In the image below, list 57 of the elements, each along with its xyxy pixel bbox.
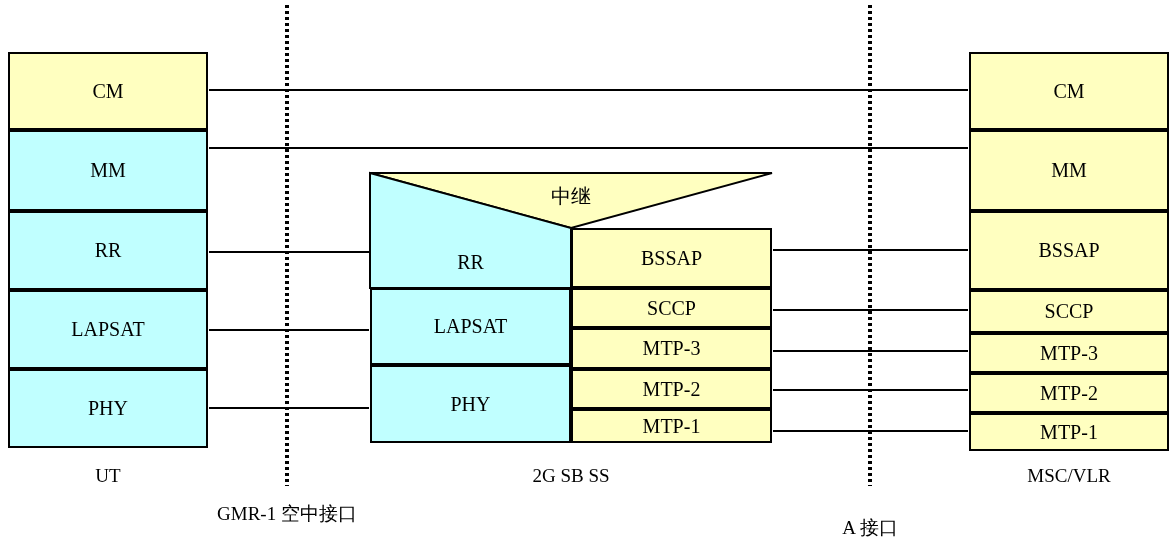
layer-label: CM <box>1053 79 1085 103</box>
layer-box <box>370 365 571 443</box>
layer-label: BSSAP <box>1038 239 1100 262</box>
layer-label: MTP-2 <box>1040 381 1098 405</box>
layer-label: LAPSAT <box>71 318 145 341</box>
layer-label: PHY <box>450 392 491 416</box>
layer-box <box>969 333 1169 373</box>
layer-label: MM <box>90 159 126 182</box>
caption-label: GMR-1 空中接口 <box>217 502 357 526</box>
connector-line <box>208 89 969 91</box>
layer-box <box>571 288 772 328</box>
layer-label: LAPSAT <box>433 315 508 338</box>
layer-box <box>8 290 208 369</box>
layer-label: MTP-2 <box>642 377 701 401</box>
layer-box <box>969 52 1169 130</box>
caption-label: UT <box>95 465 121 487</box>
layer-label: MTP-1 <box>642 414 701 438</box>
connector-line <box>772 350 969 352</box>
connector-line <box>772 249 969 251</box>
layer-label: RR <box>94 239 122 262</box>
layer-label: BSSAP <box>640 246 703 270</box>
caption-label: MSC/VLR <box>1027 465 1111 487</box>
connector-line <box>772 430 969 432</box>
layer-box <box>571 328 772 369</box>
layer-box <box>969 211 1169 290</box>
layer-box <box>969 373 1169 413</box>
layer-box <box>8 52 208 130</box>
layer-label: MM <box>1051 159 1087 182</box>
layer-box <box>969 130 1169 211</box>
caption-label: A 接口 <box>842 516 898 540</box>
connector-line <box>772 309 969 311</box>
layer-label: MTP-3 <box>642 337 701 360</box>
layer-label: MTP-1 <box>1040 420 1098 444</box>
layer-box <box>370 288 571 365</box>
layer-label: SCCP <box>1044 300 1094 323</box>
layer-box <box>8 369 208 448</box>
layer-box <box>969 413 1169 451</box>
connector-line <box>208 329 370 331</box>
connector-line <box>208 147 969 149</box>
layer-label: RR <box>457 251 484 274</box>
caption-label: 2G SB SS <box>532 465 610 487</box>
layer-label: 中继 <box>551 184 591 209</box>
layer-label: PHY <box>88 397 128 420</box>
layer-box <box>8 211 208 290</box>
layer-box <box>571 369 772 409</box>
connector-line <box>772 389 969 391</box>
layer-label: CM <box>92 79 124 103</box>
layer-box <box>8 130 208 211</box>
layer-label: SCCP <box>647 296 696 320</box>
relay-triangle <box>370 173 772 228</box>
layer-box <box>370 173 571 288</box>
layer-label: MTP-3 <box>1040 341 1098 365</box>
layer-box <box>969 290 1169 333</box>
layer-box <box>571 228 772 288</box>
connector-line <box>208 407 370 409</box>
layer-box <box>571 409 772 443</box>
connector-line <box>208 251 370 253</box>
